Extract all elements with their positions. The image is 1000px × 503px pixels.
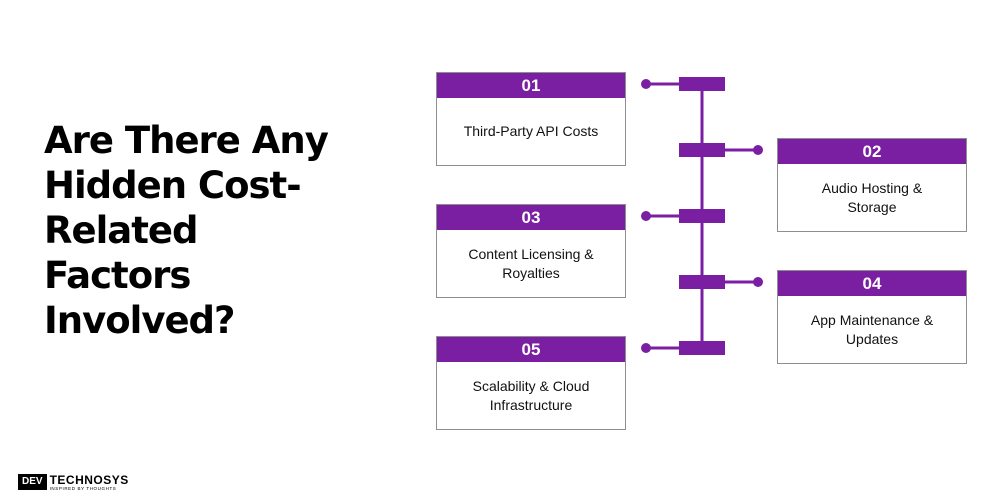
connector-block	[679, 275, 725, 289]
connector-block	[679, 209, 725, 223]
factor-label: App Maintenance & Updates	[810, 311, 934, 347]
factor-number: 01	[437, 73, 625, 98]
title-line: Are There Any	[44, 119, 329, 162]
connector-03	[641, 209, 725, 223]
title-line: Involved?	[44, 299, 236, 342]
brand-logo: DEV TECHNOSYS INSPIRED BY THOUGHTS	[18, 474, 129, 491]
connector-block	[679, 77, 725, 91]
factor-number: 03	[437, 205, 625, 230]
connector-dot	[641, 211, 651, 221]
logo-name: TECHNOSYS	[49, 472, 129, 487]
title-line: Related	[44, 209, 199, 252]
factor-card-01: 01 Third-Party API Costs	[436, 72, 626, 166]
connector-04	[679, 275, 763, 289]
factor-card-03: 03 Content Licensing & Royalties	[436, 204, 626, 298]
factor-label: Third-Party API Costs	[463, 123, 599, 139]
connector-dot	[753, 277, 763, 287]
connector-block	[679, 341, 725, 355]
logo-badge: DEV	[18, 474, 47, 490]
connector-dot	[641, 79, 651, 89]
factor-card-02: 02 Audio Hosting & Storage	[777, 138, 967, 232]
connector-05	[641, 341, 725, 355]
factor-card-04: 04 App Maintenance & Updates	[777, 270, 967, 364]
connector-dot	[641, 343, 651, 353]
factor-number: 04	[778, 271, 966, 296]
connector-02	[679, 143, 763, 157]
factor-number: 02	[778, 139, 966, 164]
factor-label: Scalability & Cloud Infrastructure	[472, 377, 590, 413]
logo-tagline: INSPIRED BY THOUGHTS	[49, 485, 117, 491]
connector-block	[679, 143, 725, 157]
factor-label: Audio Hosting & Storage	[821, 179, 923, 215]
title-line: Hidden Cost-	[44, 164, 302, 207]
factor-label: Content Licensing & Royalties	[468, 245, 594, 281]
factor-number: 05	[437, 337, 625, 362]
page-title: Are There Any Hidden Cost- Related Facto…	[44, 118, 374, 343]
connector-dot	[753, 145, 763, 155]
factor-card-05: 05 Scalability & Cloud Infrastructure	[436, 336, 626, 430]
connector-01	[641, 77, 725, 91]
title-line: Factors	[44, 254, 191, 297]
logo-wordmark: TECHNOSYS INSPIRED BY THOUGHTS	[50, 474, 129, 491]
